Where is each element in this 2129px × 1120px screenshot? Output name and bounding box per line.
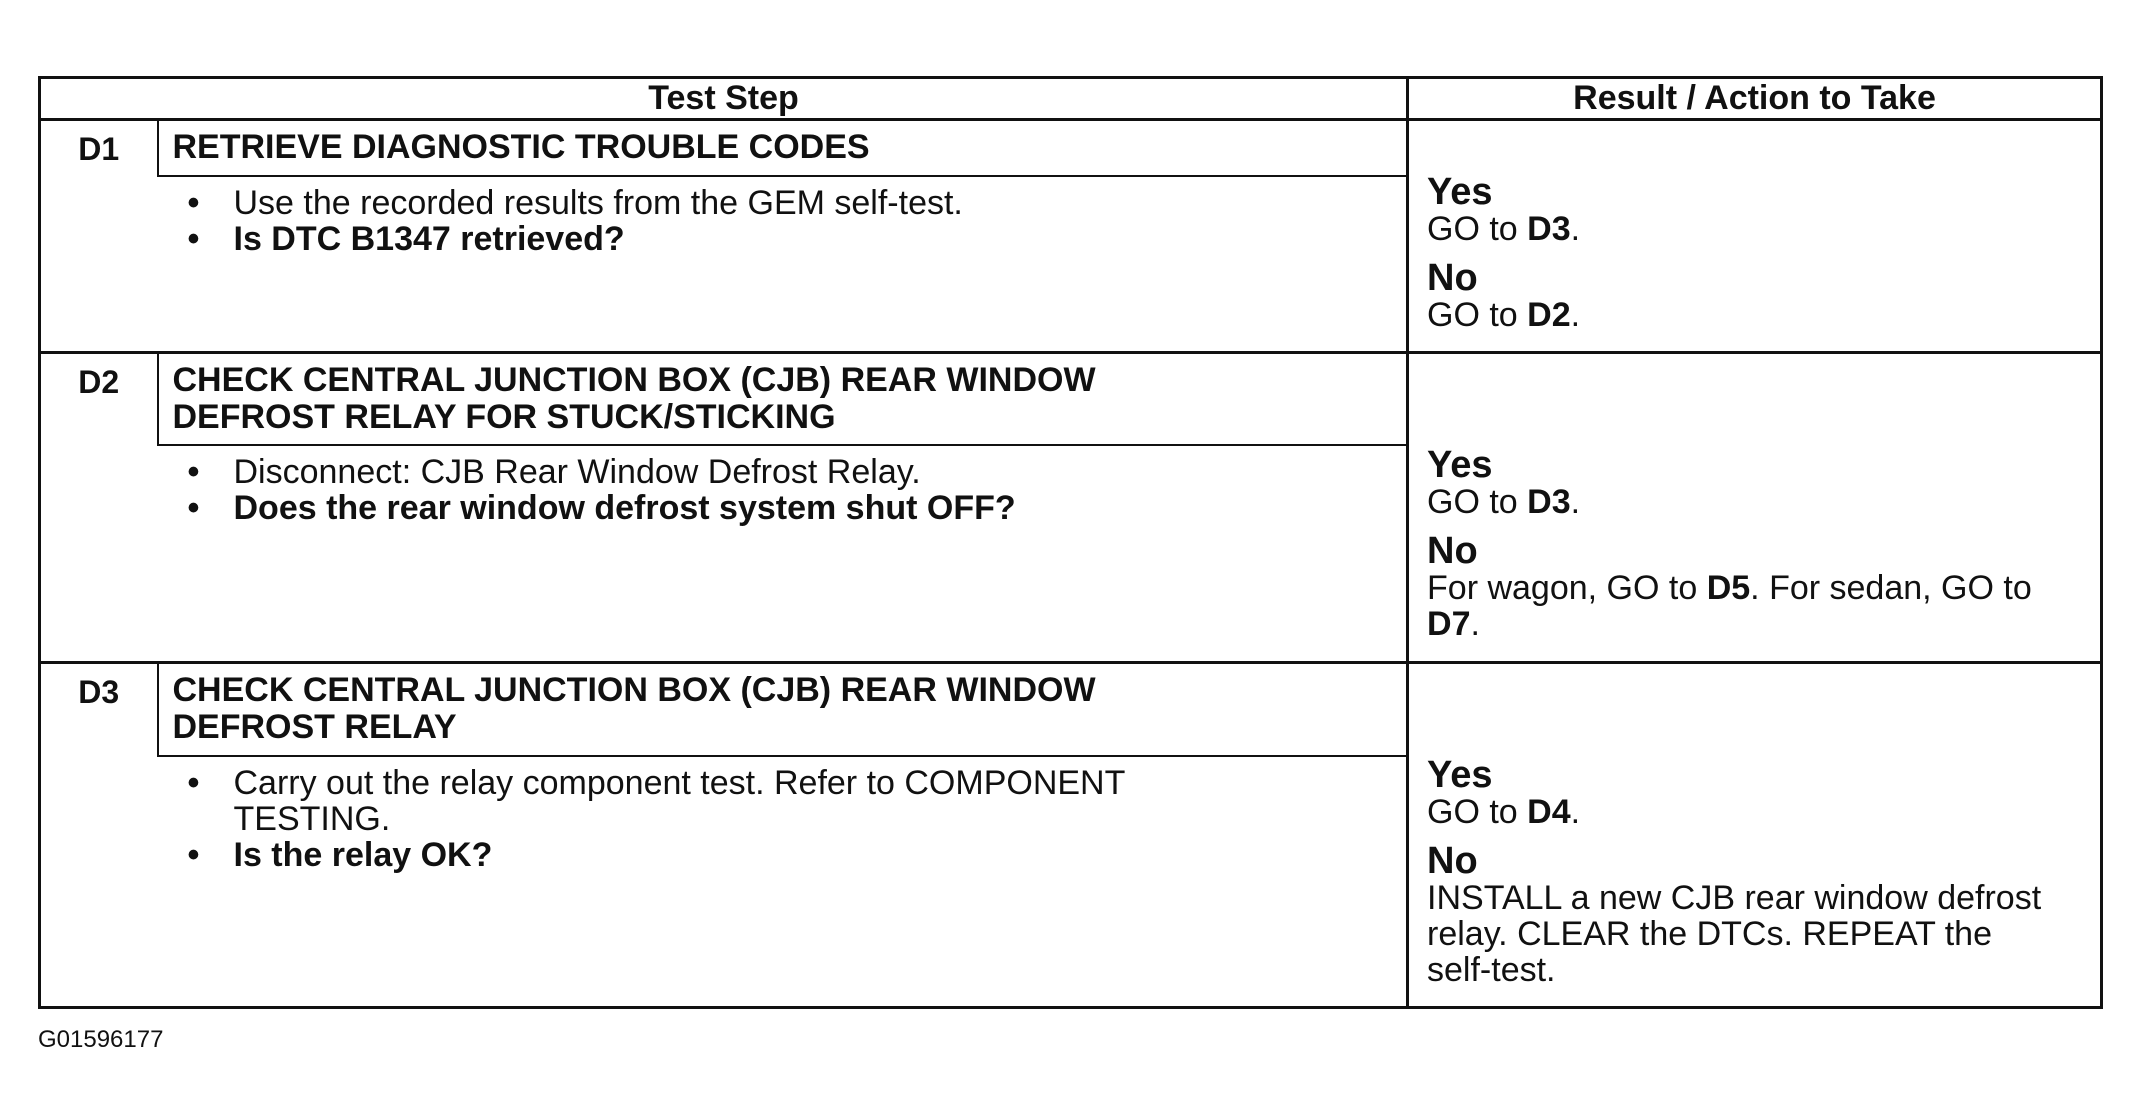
list-item: • Use the recorded results from the GEM s… (172, 185, 1393, 221)
instruction-text: Carry out the relay component test. Refe… (233, 763, 1126, 802)
step-d3-body-row: • Carry out the relay component test. Ref… (38, 755, 2102, 1009)
question-text: Is the relay OK? (233, 835, 493, 874)
step-d2-body-row: • Disconnect: CJB Rear Window Defrost Rel… (38, 444, 2102, 663)
no-label: No (1427, 257, 1478, 299)
title-line: CHECK CENTRAL JUNCTION BOX (CJB) REAR WI… (172, 671, 1096, 709)
yes-label: Yes (1427, 444, 1493, 486)
step-id-spacer (38, 444, 158, 663)
step-d1-body-row: • Use the recorded results from the GEM s… (38, 175, 2102, 353)
step-body-d3: • Carry out the relay component test. Ref… (157, 755, 1408, 1009)
step-body-d2: • Disconnect: CJB Rear Window Defrost Rel… (158, 445, 1408, 663)
bullet-icon: • (187, 488, 200, 527)
no-target-step: D7 (1427, 605, 1471, 643)
list-item: • Is DTC B1347 retrieved? (172, 221, 1393, 257)
step-title-d2: CHECK CENTRAL JUNCTION BOX (CJB) REAR WI… (157, 351, 1408, 446)
bullet-icon: • (187, 835, 200, 874)
figure-id-label: G01596177 (38, 1026, 164, 1053)
yes-target-step: D3 (1527, 483, 1571, 521)
no-target-step: D5 (1706, 569, 1751, 607)
answer-yes-d1: Yes GO to D3. (1427, 173, 2086, 247)
step-instructions-d1: • Use the recorded results from the GEM s… (172, 185, 1393, 257)
period: . (1470, 605, 1480, 643)
title-line: DEFROST RELAY FOR STUCK/STICKING (172, 398, 836, 436)
step-d1-title-row: D1 RETRIEVE DIAGNOSTIC TROUBLE CODES Yes… (38, 117, 2104, 353)
title-line: DEFROST RELAY (172, 708, 457, 746)
answer-yes-d3: Yes GO to D4. (1427, 756, 2086, 830)
no-label: No (1427, 530, 1478, 572)
no-target-step: D2 (1527, 296, 1571, 334)
answer-yes-d2: Yes GO to D3. (1427, 446, 2086, 520)
list-item: • Is the relay OK? (172, 837, 1393, 873)
bullet-icon: • (187, 183, 200, 222)
no-label: No (1427, 840, 1478, 882)
no-action-text: . For sedan, GO to (1750, 569, 2032, 607)
title-line: CHECK CENTRAL JUNCTION BOX (CJB) REAR WI… (172, 361, 1096, 399)
list-item: • Disconnect: CJB Rear Window Defrost Rel… (172, 454, 1393, 490)
step-d3-title-row: D3 CHECK CENTRAL JUNCTION BOX (CJB) REAR… (38, 660, 2104, 1009)
step-body-d1: • Use the recorded results from the GEM s… (158, 176, 1408, 353)
bullet-icon: • (187, 219, 200, 258)
yes-action-text: GO to (1427, 210, 1518, 248)
yes-label: Yes (1427, 754, 1493, 796)
step-title-d3: CHECK CENTRAL JUNCTION BOX (CJB) REAR WI… (157, 660, 1408, 757)
step-id-d1: D1 (38, 117, 159, 176)
result-cell-d3: Yes GO to D4. No INSTALL a new CJB rear … (1406, 661, 2104, 1009)
diagnostic-table: Test Step Result / Action to Take D1 RET… (37, 76, 2104, 1009)
answer-no-d2: No For wagon, GO to D5. For sedan, GO to… (1427, 532, 2086, 642)
no-action-text: For wagon, GO to (1427, 569, 1698, 607)
no-action-text: GO to (1427, 296, 1518, 334)
step-id-d2: D2 (38, 351, 159, 445)
answer-no-d1: No GO to D2. (1427, 259, 2086, 333)
list-item: • Carry out the relay component test. Ref… (172, 765, 1393, 837)
bullet-icon: • (187, 763, 200, 802)
step-instructions-d2: • Disconnect: CJB Rear Window Defrost Rel… (172, 454, 1393, 526)
answer-no-d3: No INSTALL a new CJB rear window defrost… (1427, 842, 2086, 988)
period: . (1570, 296, 1581, 334)
period: . (1570, 483, 1581, 521)
header-result-action: Result / Action to Take (1406, 76, 2104, 121)
period: . (1570, 793, 1581, 831)
step-id-spacer (38, 755, 158, 1009)
yes-label: Yes (1427, 171, 1493, 213)
result-cell-d2: Yes GO to D3. No For wagon, GO to D5. Fo… (1406, 351, 2104, 663)
no-action-line: relay. CLEAR the DTCs. REPEAT the (1427, 915, 1992, 953)
question-text: Is DTC B1347 retrieved? (233, 219, 625, 258)
instruction-text: Disconnect: CJB Rear Window Defrost Rela… (233, 452, 921, 491)
step-instructions-d3: • Carry out the relay component test. Ref… (172, 765, 1393, 873)
instruction-text: TESTING. (233, 799, 391, 838)
step-id-d3: D3 (38, 660, 159, 756)
step-title-d1: RETRIEVE DIAGNOSTIC TROUBLE CODES (157, 117, 1408, 177)
yes-target-step: D3 (1527, 210, 1571, 248)
no-action-line: self-test. (1427, 951, 1556, 989)
yes-action-text: GO to (1427, 793, 1518, 831)
step-id-spacer (38, 175, 158, 353)
header-test-step: Test Step (37, 76, 1410, 121)
no-action-line: INSTALL a new CJB rear window defrost (1427, 879, 2042, 917)
table-header-row: Test Step Result / Action to Take (37, 76, 2104, 121)
instruction-text: Use the recorded results from the GEM se… (233, 183, 963, 222)
result-cell-d1: Yes GO to D3. No GO to D2. (1406, 118, 2104, 353)
yes-target-step: D4 (1527, 793, 1571, 831)
bullet-icon: • (187, 452, 200, 491)
list-item: • Does the rear window defrost system shu… (172, 490, 1393, 526)
yes-action-text: GO to (1427, 483, 1518, 521)
period: . (1570, 210, 1581, 248)
question-text: Does the rear window defrost system shut… (233, 488, 1016, 527)
step-d2-title-row: D2 CHECK CENTRAL JUNCTION BOX (CJB) REAR… (38, 351, 2104, 663)
